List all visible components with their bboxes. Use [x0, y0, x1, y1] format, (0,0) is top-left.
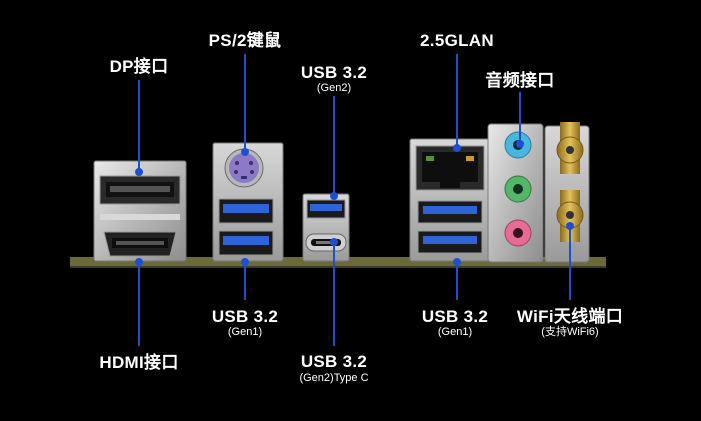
label-dp: DP接口 [109, 57, 169, 76]
label-usb-gen2-top-sub: (Gen2) [316, 82, 352, 94]
dp-hdmi-connector [93, 160, 187, 262]
wifi-antenna-connector [544, 122, 590, 263]
audio-connector [487, 123, 544, 263]
label-hdmi: HDMI接口 [99, 353, 179, 372]
label-usb-gen2-top: USB 3.2 [300, 63, 368, 82]
label-wifi-sub: (支持WiFi6) [541, 326, 599, 338]
label-audio: 音频接口 [485, 71, 555, 90]
label-usbc-sub: (Gen2)Type C [299, 372, 369, 384]
label-usb-gen1-right-sub: (Gen1) [437, 326, 473, 338]
label-wifi: WiFi天线端口 [516, 307, 624, 326]
label-ps2: PS/2键鼠 [208, 31, 282, 50]
label-lan: 2.5GLAN [420, 31, 494, 50]
label-usb-gen1-left-sub: (Gen1) [227, 326, 263, 338]
pcb-board [70, 257, 606, 268]
lan-usb-connector [409, 138, 491, 262]
usb-typec-connector [302, 193, 350, 262]
label-usbc: USB 3.2 [300, 352, 368, 371]
label-usb-gen1-left: USB 3.2 [211, 307, 279, 326]
ps2-usb-connector [212, 142, 284, 262]
label-usb-gen1-right: USB 3.2 [421, 307, 489, 326]
